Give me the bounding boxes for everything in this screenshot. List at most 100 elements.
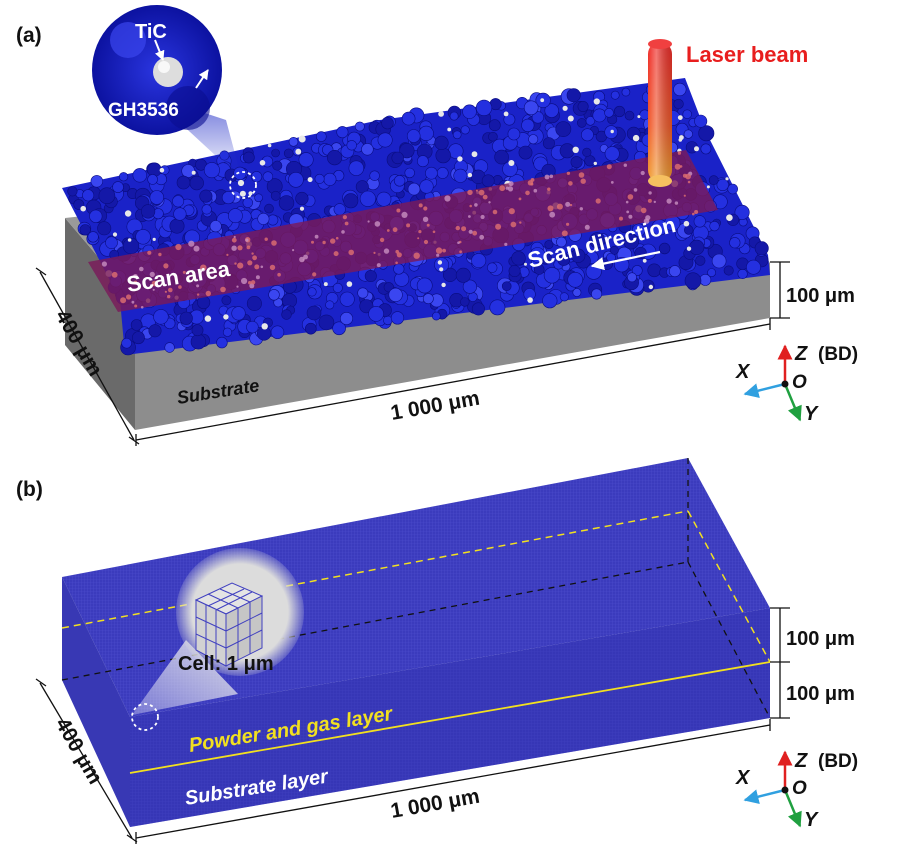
powder-particle [494, 149, 509, 165]
powder-particle [388, 287, 403, 303]
tic-particle [307, 177, 313, 183]
axis-y-label-b: Y [804, 809, 819, 831]
powder-particle [306, 305, 322, 321]
tic-particle [471, 151, 478, 158]
scan-area-particle [344, 221, 349, 226]
scan-direction-arrow [590, 250, 661, 271]
scan-area-particle [417, 237, 420, 240]
powder-particle [528, 134, 539, 145]
inset-gh3536-label: GH3536 [108, 100, 179, 121]
scan-area-particle [677, 151, 682, 155]
powder-particle [278, 195, 295, 211]
powder-particle [729, 237, 741, 249]
powder-particle [604, 108, 614, 118]
scan-area-particle [683, 194, 686, 197]
powder-particle [631, 265, 643, 276]
powder-particle [455, 267, 471, 283]
scan-area-particle [457, 241, 460, 244]
tic-particle [508, 160, 515, 166]
powder-particle [610, 90, 620, 100]
dimension-1000-a [135, 318, 771, 446]
powder-particle [716, 178, 729, 191]
scan-area-particle [196, 293, 200, 296]
scan-area-particle [251, 252, 254, 255]
powder-particle [314, 173, 325, 184]
powder-particle [543, 267, 561, 284]
tic-particle [572, 146, 579, 153]
scan-area-particle [231, 237, 237, 243]
powder-particle [222, 327, 233, 337]
powder-particle [471, 253, 487, 269]
scan-area-particle [468, 215, 471, 218]
scan-area-particle [606, 164, 612, 170]
powder-particle [242, 197, 254, 209]
scan-area-particle [565, 201, 571, 207]
laser-beam [648, 39, 672, 187]
scan-area-particle [492, 209, 498, 215]
powder-particle [164, 342, 175, 353]
powder-particle [694, 114, 708, 128]
axis-z-label-b: Z [794, 750, 808, 772]
powder-particle [683, 225, 694, 235]
scan-area-particle [247, 260, 253, 266]
scan-area-particle [126, 294, 132, 300]
powder-particle [452, 130, 462, 140]
powder-particle [627, 272, 637, 283]
powder-particle [523, 100, 539, 116]
scan-area-band [88, 150, 718, 312]
scan-area-particle [386, 229, 390, 232]
scan-area-particle [133, 280, 138, 284]
tic-particle [346, 281, 353, 287]
scan-area-particle [518, 197, 522, 201]
powder-particle [264, 203, 274, 214]
scan-area-particle [418, 230, 422, 234]
powder-particle [418, 125, 434, 141]
powder-particle [566, 88, 581, 103]
scan-area-particle [610, 181, 614, 184]
powder-particle [471, 302, 485, 316]
powder-particle [542, 137, 555, 150]
scan-area-particle [237, 245, 243, 251]
powder-particle [339, 311, 353, 325]
powder-particle [327, 150, 343, 166]
powder-particle [121, 337, 132, 349]
scan-area-particle [231, 245, 237, 251]
tic-particle [686, 246, 692, 251]
powder-particle [377, 132, 393, 148]
powder-particle [621, 87, 631, 97]
powder-particle [475, 99, 493, 116]
powder-particle [501, 281, 512, 292]
powder-particle [460, 125, 470, 135]
scan-area-particle [233, 235, 236, 239]
powder-particle [221, 295, 232, 306]
powder-particle [118, 172, 129, 182]
powder-particle [488, 131, 498, 142]
powder-particle [518, 145, 533, 160]
scan-area-particle [252, 255, 257, 261]
scan-area-particle [643, 218, 650, 224]
scan-area-particle [133, 274, 138, 279]
tic-particle [439, 267, 444, 272]
powder-particle [288, 137, 299, 147]
scan-area-particle [250, 280, 256, 285]
scan-area-particle [396, 252, 402, 258]
powder-particle [246, 320, 259, 334]
scan-area-particle [330, 238, 336, 244]
powder-particle [315, 131, 327, 142]
scan-area-particle [193, 245, 200, 252]
tic-particle [503, 111, 509, 117]
tic-particle [127, 238, 132, 242]
scan-area-particle [468, 229, 473, 234]
powder-particle [357, 287, 369, 299]
scan-area-particle [525, 190, 530, 196]
tic-particle [124, 210, 132, 217]
tic-particle [648, 284, 654, 290]
powder-particle [610, 245, 619, 255]
inset-tic-label: TiC [135, 21, 167, 43]
powder-particle [658, 242, 671, 255]
scan-area-particle [196, 284, 200, 288]
scan-area-particle [674, 201, 679, 205]
scan-area-particle [653, 200, 656, 204]
powder-particle [383, 315, 393, 326]
